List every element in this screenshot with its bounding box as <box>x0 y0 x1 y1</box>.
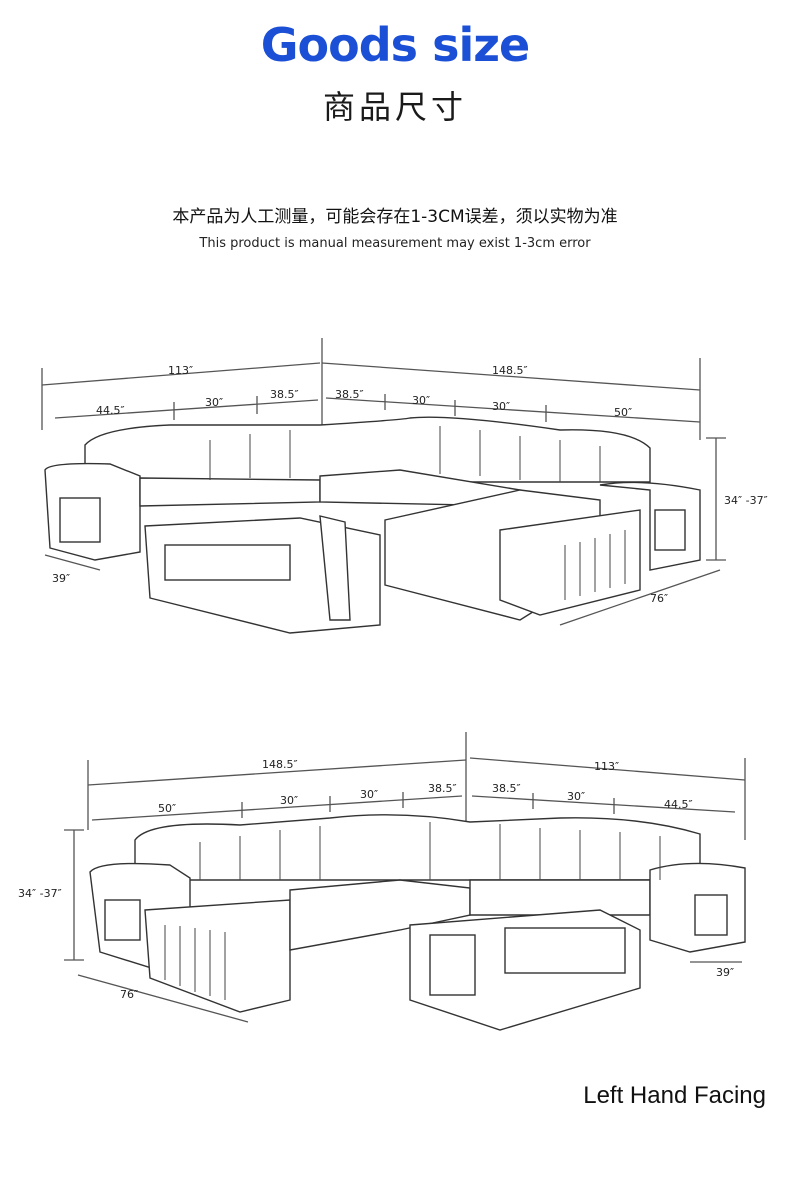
page-title: Goods size <box>260 18 530 72</box>
dim-depth-left: 39″ <box>52 572 70 585</box>
dim-height: 34″ -37″ <box>724 494 768 507</box>
dim-right-seg-2: 30″ <box>412 394 430 407</box>
facing-label: Left Hand Facing <box>583 1082 766 1109</box>
dim-left-total: 113″ <box>168 364 193 377</box>
sofa-outline <box>44 416 701 634</box>
dimension-lines <box>64 732 746 1023</box>
dim-right-seg-3: 44.5″ <box>664 798 693 811</box>
dim-right-total: 148.5″ <box>492 364 528 377</box>
dim-left-seg-2: 30″ <box>205 396 223 409</box>
dim-right-seg-4: 50″ <box>614 406 632 419</box>
dim-left-seg-3: 38.5″ <box>270 388 299 401</box>
dim-depth-right: 76″ <box>650 592 668 605</box>
dim-left-seg-1: 44.5″ <box>96 404 125 417</box>
sofa-dimension-diagram-top: 113″ 148.5″ 44.5″ 30″ 38.5″ 38.5″ 30″ 30… <box>41 338 768 634</box>
dim-left-seg-4: 38.5″ <box>428 782 457 795</box>
dim-left-seg-3: 30″ <box>360 788 378 801</box>
sofa-outline <box>89 814 746 1031</box>
dim-depth-right: 39″ <box>716 966 734 979</box>
page-subtitle-cn: 商品尺寸 <box>322 88 467 126</box>
dim-right-seg-2: 30″ <box>567 790 585 803</box>
dimension-lines <box>41 338 726 626</box>
dim-right-seg-1: 38.5″ <box>335 388 364 401</box>
measurement-note-cn: 本产品为人工测量，可能会存在1-3CM误差，须以实物为准 <box>172 207 618 227</box>
measurement-note-en: This product is manual measurement may e… <box>199 236 591 251</box>
dim-left-total: 148.5″ <box>262 758 298 771</box>
sofa-dimension-diagram-bottom: 148.5″ 113″ 50″ 30″ 30″ 38.5″ 38.5″ 30″ … <box>18 732 746 1031</box>
dim-height: 34″ -37″ <box>18 887 62 900</box>
dim-depth-left: 76″ <box>120 988 138 1001</box>
dim-right-total: 113″ <box>594 760 619 773</box>
dim-right-seg-3: 30″ <box>492 400 510 413</box>
dim-left-seg-2: 30″ <box>280 794 298 807</box>
dim-left-seg-1: 50″ <box>158 802 176 815</box>
dim-right-seg-1: 38.5″ <box>492 782 521 795</box>
